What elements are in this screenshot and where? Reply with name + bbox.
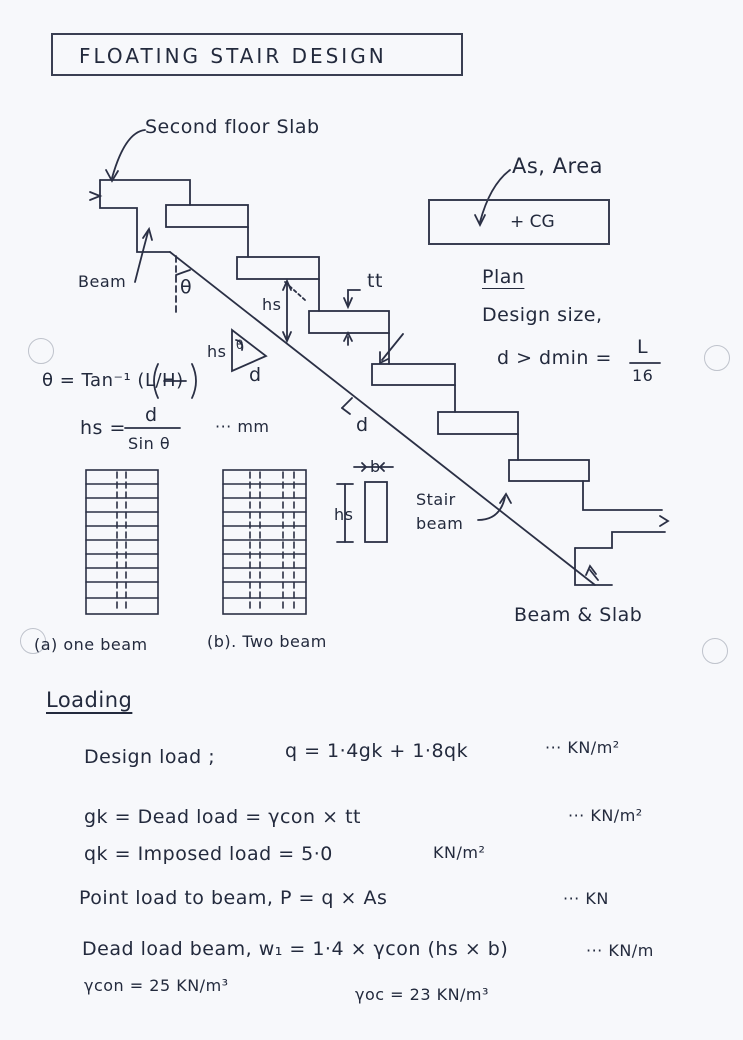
design-size-label: Design size, bbox=[482, 304, 603, 326]
tread-4 bbox=[371, 363, 456, 386]
beam-leader bbox=[134, 231, 149, 283]
hs-unit: ··· mm bbox=[215, 417, 270, 436]
tread-6 bbox=[508, 459, 590, 482]
design-load-label: Design load ; bbox=[84, 746, 216, 768]
theta-label: θ bbox=[180, 276, 193, 298]
hs-section-label: hs bbox=[334, 505, 354, 524]
hs-triangle-label: hs bbox=[207, 342, 227, 361]
point-load-line: Point load to beam, P = q × As bbox=[79, 887, 388, 909]
tt-arrow-top bbox=[343, 297, 353, 310]
as-area-label: As, Area bbox=[512, 154, 603, 178]
dead-load-beam-line: Dead load beam, w₁ = 1·4 × γcon (hs × b) bbox=[82, 938, 509, 960]
b-label: b bbox=[370, 457, 381, 476]
punch-hole-left-top bbox=[28, 338, 54, 364]
beam-slab-label: Beam & Slab bbox=[514, 604, 643, 626]
tread-1 bbox=[165, 204, 249, 228]
second-floor-slab-label: Second floor Slab bbox=[145, 116, 320, 138]
slab-leader bbox=[111, 129, 146, 179]
theta-triangle-arc bbox=[235, 339, 244, 351]
d-leader-arrow bbox=[381, 333, 404, 361]
hs-formula-num: d bbox=[145, 404, 158, 426]
tt-arrow-bot bbox=[343, 330, 353, 342]
d-leader-head bbox=[379, 351, 389, 365]
d-triangle-label: d bbox=[249, 364, 262, 386]
gamma-oc: γoc = 23 KN/m³ bbox=[355, 985, 489, 1004]
d-perp bbox=[341, 397, 353, 409]
bottom-slab-break bbox=[659, 515, 670, 527]
tt-bracket bbox=[347, 289, 361, 306]
theta-arc bbox=[175, 269, 191, 276]
loading-heading: Loading bbox=[46, 688, 133, 712]
tread-3 bbox=[308, 310, 390, 334]
stair-beam-leader-arrow bbox=[499, 492, 512, 504]
punch-hole-right-bottom bbox=[702, 638, 728, 664]
plan-label: Plan bbox=[482, 266, 525, 288]
dmin-lhs: d > dmin = bbox=[497, 347, 612, 369]
tt-label: tt bbox=[367, 270, 383, 292]
gk-line: gk = Dead load = γcon × tt bbox=[84, 806, 361, 828]
slab-leader-arrow bbox=[105, 169, 119, 183]
beam-section bbox=[364, 481, 388, 543]
b-arrow-left bbox=[361, 462, 368, 472]
title-box: FLOATING STAIR DESIGN bbox=[51, 33, 463, 76]
theta-formula: θ = Tan⁻¹ (L/H) bbox=[42, 370, 184, 391]
qk-unit: KN/m² bbox=[433, 843, 486, 862]
d-label: d bbox=[356, 414, 369, 436]
top-slab-outline bbox=[99, 179, 171, 253]
beam-slab-arrow bbox=[585, 564, 597, 576]
top-slab-break bbox=[89, 191, 103, 201]
design-load-unit: ··· KN/m² bbox=[545, 738, 620, 757]
punch-hole-right-top bbox=[704, 345, 730, 371]
stair-beam-label: Stair beam bbox=[416, 490, 464, 533]
tread-5 bbox=[437, 411, 519, 435]
gamma-con: γcon = 25 KN/m³ bbox=[84, 976, 229, 995]
bottom-slab-outline bbox=[582, 480, 663, 511]
point-load-unit: ··· KN bbox=[563, 889, 609, 908]
dmin-den: 16 bbox=[632, 366, 654, 385]
bottom-slab-lower bbox=[574, 531, 666, 549]
stair-beam-leader bbox=[477, 496, 506, 521]
caption-two-beam: (b). Two beam bbox=[207, 632, 327, 651]
beam-slab-leader bbox=[589, 569, 599, 581]
theta-triangle bbox=[231, 328, 268, 373]
two-beam-plan bbox=[222, 469, 307, 615]
hs-formula-den: Sin θ bbox=[128, 434, 171, 453]
gk-unit: ··· KN/m² bbox=[568, 806, 643, 825]
design-load-eq: q = 1·4gk + 1·8qk bbox=[285, 740, 469, 762]
as-leader bbox=[479, 169, 511, 223]
page-title: FLOATING STAIR DESIGN bbox=[79, 44, 387, 68]
cg-label: + CG bbox=[510, 212, 555, 232]
hs-dash bbox=[284, 281, 306, 301]
bottom-slab-left bbox=[574, 547, 613, 586]
stair-beam-line bbox=[169, 251, 596, 586]
hs-label: hs bbox=[262, 295, 282, 314]
top-slab-top bbox=[99, 179, 191, 206]
caption-one-beam: (a) one beam bbox=[34, 635, 148, 654]
qk-line: qk = Imposed load = 5·0 bbox=[84, 843, 333, 865]
dead-load-beam-unit: ··· KN/m bbox=[586, 941, 654, 960]
b-arrow-right bbox=[378, 462, 385, 472]
lh-paren-left bbox=[153, 363, 159, 399]
plan-section-box: + CG bbox=[428, 199, 610, 245]
d-perp-2 bbox=[341, 407, 351, 415]
tread-2 bbox=[236, 256, 320, 280]
dmin-num: L bbox=[637, 336, 649, 358]
lh-paren-right bbox=[191, 363, 197, 399]
punch-hole-left-bottom bbox=[20, 628, 46, 654]
hs-arrow-bot bbox=[282, 331, 292, 344]
hs-formula-lhs: hs = bbox=[80, 417, 126, 439]
theta-triangle-label: θ bbox=[236, 338, 244, 352]
as-leader-arrow bbox=[474, 214, 486, 228]
one-beam-plan bbox=[85, 469, 159, 615]
beam-label: Beam bbox=[78, 272, 127, 291]
beam-leader-arrow bbox=[142, 226, 153, 241]
